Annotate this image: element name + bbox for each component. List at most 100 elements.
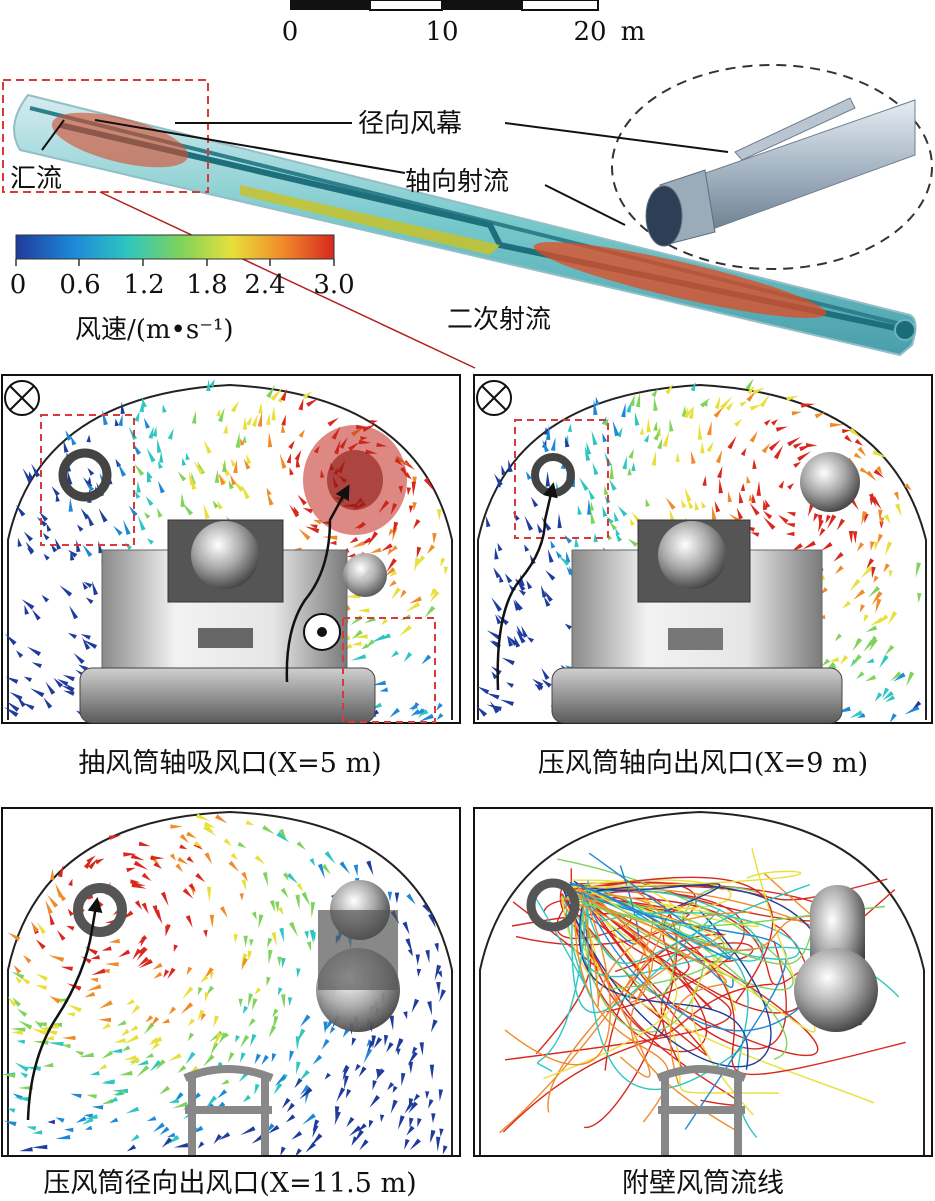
velocity-vector — [545, 425, 551, 440]
velocity-vector — [514, 599, 523, 611]
velocity-vector — [621, 402, 626, 418]
velocity-vector — [197, 1141, 205, 1149]
velocity-vector — [55, 1117, 65, 1123]
velocity-vector — [513, 635, 521, 648]
velocity-vector — [113, 525, 123, 536]
velocity-vector — [745, 378, 754, 390]
velocity-vector — [190, 1065, 199, 1073]
velocity-vector — [129, 1025, 139, 1032]
velocity-vector — [286, 872, 299, 885]
velocity-vector — [631, 462, 636, 471]
velocity-vector — [830, 422, 844, 428]
velocity-vector — [202, 1054, 215, 1067]
velocity-vector — [86, 984, 102, 991]
velocity-vector — [81, 956, 92, 964]
velocity-vector — [247, 950, 252, 961]
velocity-vector — [241, 957, 248, 971]
velocity-vector — [438, 1089, 443, 1102]
velocity-vector — [873, 469, 885, 478]
velocity-vector — [768, 439, 781, 451]
velocity-vector — [329, 540, 337, 546]
velocity-vector — [257, 412, 262, 427]
velocity-vector — [653, 421, 658, 431]
velocity-vector — [740, 483, 746, 491]
velocity-vector — [213, 1134, 222, 1145]
velocity-vector — [140, 937, 146, 947]
velocity-vector — [613, 511, 619, 522]
velocity-vector — [49, 995, 61, 1004]
velocity-vector — [101, 1050, 114, 1059]
velocity-vector — [409, 1138, 421, 1151]
velocity-vector — [436, 713, 444, 720]
velocity-vector — [134, 463, 145, 476]
velocity-vector — [734, 419, 742, 427]
velocity-vector — [352, 540, 365, 548]
velocity-vector — [182, 502, 193, 516]
velocity-vector — [622, 455, 627, 470]
velocity-vector — [429, 1130, 436, 1144]
velocity-vector — [591, 430, 598, 446]
velocity-vector — [101, 1098, 114, 1105]
velocity-vector — [13, 1097, 30, 1102]
velocity-vector — [45, 899, 53, 915]
velocity-vector — [63, 690, 75, 696]
velocity-vector — [736, 507, 744, 520]
velocity-vector — [369, 1095, 380, 1108]
velocity-vector — [312, 1054, 323, 1065]
velocity-vector — [353, 864, 358, 877]
velocity-vector — [294, 1077, 303, 1089]
streamline — [581, 890, 800, 960]
velocity-vector — [775, 426, 788, 432]
streamline — [585, 884, 754, 973]
velocity-vector — [387, 1082, 395, 1091]
velocity-vector — [439, 989, 446, 1003]
velocity-vector — [773, 445, 784, 460]
velocity-vector — [706, 441, 714, 453]
streamline — [571, 895, 721, 1014]
velocity-vector — [108, 835, 122, 840]
streamline — [567, 892, 875, 1104]
velocity-vector — [223, 838, 232, 847]
velocity-vector — [866, 558, 875, 570]
velocity-vector — [887, 611, 898, 626]
velocity-vector — [16, 1039, 25, 1044]
velocity-vector — [167, 428, 174, 440]
velocity-vector — [121, 1028, 130, 1037]
velocity-vector — [778, 514, 789, 524]
velocity-vector — [82, 639, 98, 649]
velocity-vector — [867, 586, 881, 598]
velocity-vector — [197, 986, 203, 996]
velocity-vector — [298, 398, 304, 411]
velocity-vector — [715, 449, 723, 464]
velocity-vector — [27, 646, 41, 657]
velocity-vector — [242, 435, 247, 443]
velocity-vector — [289, 467, 294, 476]
velocity-vector — [740, 447, 747, 457]
velocity-vector — [203, 503, 210, 520]
velocity-vector — [14, 1062, 29, 1072]
velocity-vector — [80, 508, 90, 520]
velocity-vector — [254, 987, 262, 995]
velocity-vector — [555, 550, 562, 559]
velocity-vector — [235, 1035, 240, 1043]
velocity-vector — [381, 618, 389, 625]
velocity-vector — [752, 387, 765, 395]
velocity-vector — [387, 548, 394, 556]
velocity-vector — [312, 519, 322, 525]
velocity-vector — [228, 480, 234, 490]
velocity-vector — [130, 854, 145, 861]
velocity-vector — [279, 927, 285, 943]
colorbar: 0 0.6 1.2 1.8 2.4 3.0 风速/(m•s⁻¹) — [10, 234, 355, 345]
velocity-vector — [240, 1126, 256, 1136]
velocity-vector — [16, 650, 24, 658]
velocity-vector — [342, 1066, 350, 1081]
velocity-vector — [160, 891, 169, 907]
velocity-vector — [407, 1051, 418, 1066]
velocity-vector — [98, 1000, 113, 1009]
velocity-vector — [761, 443, 771, 454]
velocity-vector — [101, 1079, 114, 1085]
velocity-vector — [868, 493, 877, 508]
streamline — [560, 886, 760, 927]
velocity-vector — [32, 1130, 43, 1135]
scale-bar: 0 10 20 m — [282, 0, 645, 47]
